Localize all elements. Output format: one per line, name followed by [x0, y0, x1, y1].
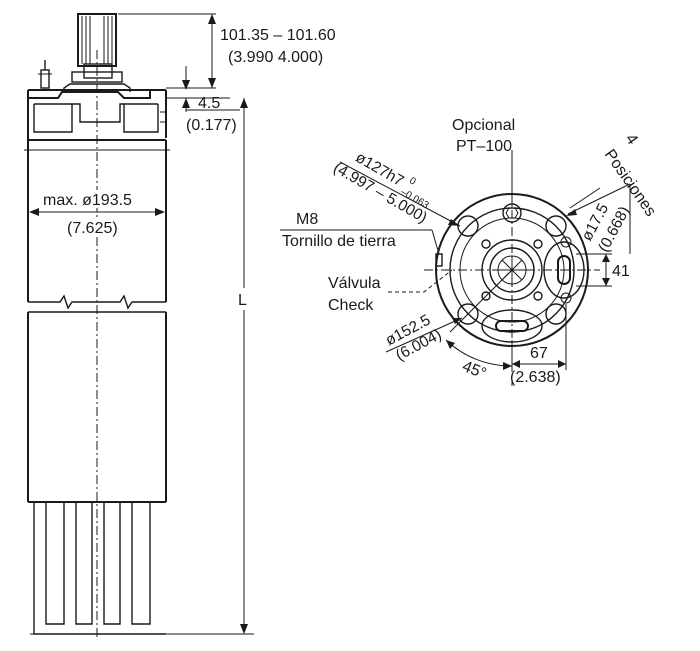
flange-bolts — [481, 239, 543, 301]
top-stud — [38, 60, 52, 89]
angle-45-dim: 45° — [445, 269, 513, 383]
dim-41-text: 41 — [612, 263, 630, 280]
dim-41: 41 — [576, 253, 630, 287]
bolt-circle-label-group: ø152.5 (6.004) — [383, 312, 445, 365]
pilot-dim-leader — [339, 161, 461, 227]
motor-shaft — [71, 13, 123, 83]
hole-dim-label-group: ø17.5 (0.668) — [579, 201, 634, 255]
hub-inner — [489, 247, 535, 293]
check-valve-label-line1: Válvula — [328, 275, 381, 292]
flange-dim-text: 4.5 — [198, 95, 220, 112]
shaft-height-dim-text: 101.35 – 101.60 — [220, 27, 336, 44]
dim-67-text: 67 — [530, 345, 548, 362]
ground-screw-label: Tornillo de tierra — [282, 233, 396, 250]
pt100-boss — [502, 150, 522, 223]
body-diameter-inch-text: (7.625) — [67, 220, 118, 237]
hole-dim-leader — [567, 183, 631, 215]
body-diameter-text: max. ø193.5 — [43, 192, 132, 209]
end-view: 41 67 (2.638) 45° Opcional PT–100 4 Posi… — [280, 117, 659, 386]
pt100-label: PT–100 — [456, 138, 512, 155]
dim-body-diameter: max. ø193.5 (7.625) — [29, 190, 165, 237]
check-valve-leader — [388, 269, 453, 293]
dim-flange-thickness: 4.5 (0.177) — [166, 66, 240, 134]
optional-label: Opcional — [452, 117, 515, 134]
positions-leader — [569, 187, 601, 209]
dim-67: 67 (2.638) — [510, 304, 567, 386]
ground-screw — [280, 229, 443, 267]
length-label: L — [238, 292, 247, 309]
dim-shaft-height: 101.35 – 101.60 (3.990 4.000) — [118, 13, 336, 89]
bottom-fins — [30, 502, 254, 635]
pilot-dim-label-group: ø127h7 0 –0.063 (4.997 – 5.000) — [330, 149, 430, 227]
check-valve-label-line2: Check — [328, 297, 374, 314]
dim-67-inch-text: (2.638) — [510, 369, 561, 386]
shaft-height-dim-inch-text: (3.990 4.000) — [228, 49, 323, 66]
cable-connector-right — [543, 236, 585, 304]
side-view: 101.35 – 101.60 (3.990 4.000) 4.5 (0.177… — [24, 13, 336, 640]
hub-outer — [481, 239, 543, 301]
pilot-tol-upper-text: 0 — [407, 175, 418, 188]
dim-length: L — [236, 98, 252, 634]
bolt-circle-leader — [385, 317, 463, 353]
flange-dim-inch-text: (0.177) — [186, 117, 237, 134]
ground-screw-size-label: M8 — [296, 211, 318, 228]
positions-count-label: 4 — [622, 131, 641, 148]
